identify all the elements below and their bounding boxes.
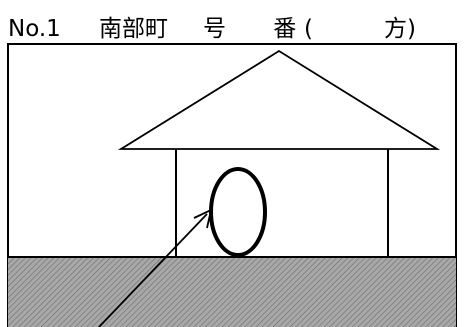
place-name-label: 南部町 — [99, 16, 168, 42]
ground-area — [8, 257, 456, 327]
arrow-head-icon — [193, 208, 213, 229]
marker-ellipse — [209, 167, 267, 257]
photo-number-label: No.1 — [8, 16, 61, 42]
frame-border — [7, 43, 457, 327]
pointer-arrow-line — [98, 213, 208, 327]
house-roof — [117, 49, 441, 150]
house-number-label: 号 番 — [203, 16, 317, 42]
open-paren-label: ( — [304, 16, 313, 42]
direction-label: 方) — [384, 16, 416, 42]
